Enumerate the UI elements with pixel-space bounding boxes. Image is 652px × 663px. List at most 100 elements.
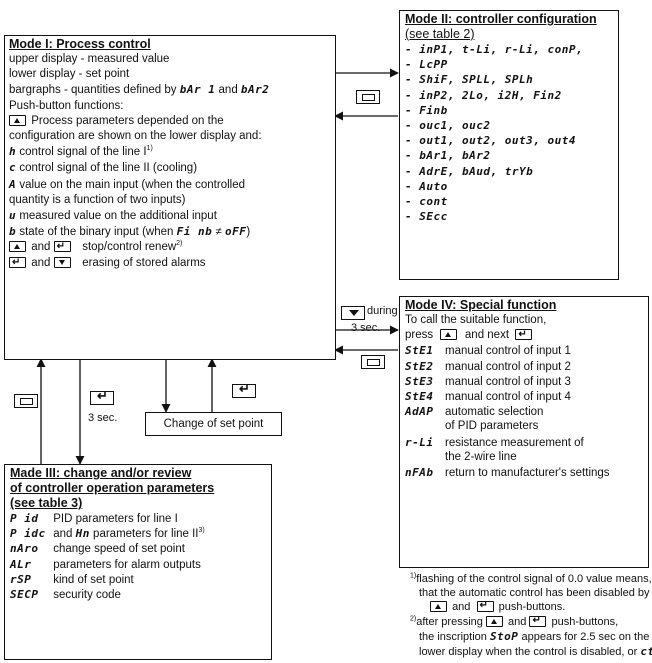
mode1-title: Mode I: Process control [9,37,151,51]
mode3-code: SECP [10,587,39,601]
mode3-title-2: of controller operation parameters [10,481,215,495]
mode4-text: resistance measurement of [445,436,584,449]
mode4-row: r-Li resistance measurement of [405,435,643,450]
mode3-code: P idc [10,527,46,541]
mode1-pushbuttons: Push-button functions: [9,99,124,112]
mode4-row: nFAb return to manufacturer's settings [405,465,643,480]
mode4-text: the 2-wire line [445,450,517,463]
footnote-2-b: the inscription StoP appears for 2.5 sec… [419,630,650,643]
mode3-code: ALr [10,557,32,571]
mode1-box: Mode I: Process control upper display - … [4,35,336,360]
label-3-sec-left: 3 sec. [88,412,118,424]
mode3-code: rSP [10,572,32,586]
mode3-text: security code [53,588,121,601]
mode2-list: - inP1, t-Li, r-Li, conP, - LcPP- ShiF, S… [405,42,613,224]
mode2-item: - SEcc [405,210,448,224]
mode3-subtitle: (see table 3) [10,496,83,510]
mode-key-icon [356,90,380,104]
mode2-item: - bAr1, bAr2 [405,149,491,163]
mode1-c-row: c control signal of the line II (cooling… [9,161,198,175]
mode4-row: StE1 manual control of input 1 [405,343,643,358]
mode4-code: StE1 [405,344,434,358]
up-key-icon [9,241,26,253]
mode3-code: P id [10,512,39,525]
mode4-text: manual control of input 4 [445,390,571,403]
setpoint-box: Change of set point [145,412,282,436]
enter-key-icon [515,327,533,342]
mode2-item: - AdrE, bAud, trYb [405,164,534,178]
setpoint-label: Change of set point [163,418,264,430]
mode3-text: parameters for alarm outputs [53,558,201,571]
mode3-row: rSP kind of set point [10,572,266,587]
mode4-code: AdAP [405,405,434,419]
mode2-item: - cont [405,195,448,209]
mode1-u-row: u measured value on the additional input [9,209,217,223]
enter-key-icon [529,614,547,628]
enter-key-icon [9,255,26,270]
mode4-row: StE3 manual control of input 3 [405,374,643,389]
mode1-process-params-2: configuration are shown on the lower dis… [9,130,262,143]
label-during: during [367,305,398,317]
footnote-1-b: that the automatic control has been disa… [419,587,650,599]
mode3-row: P idc and Hn parameters for line II3) [10,526,266,541]
mode4-text: return to manufacturer's settings [445,466,610,479]
mode2-item: - ShiF, SPLL, SPLh [405,73,534,87]
mode3-title: Made III: change and/or review [10,466,192,480]
up-key-icon [485,616,503,627]
mode3-code: Hn [75,527,90,541]
mode4-title: Mode IV: Special function [405,298,557,312]
mode1-a-row: A value on the main input (when the cont… [9,177,245,191]
mode1-a-row-2: quantity is a function of two inputs) [9,193,186,206]
mode1-bargraphs: bargraphs - quantities defined by bAr 1 … [9,83,270,97]
mode2-item: - Finb [405,103,448,117]
footnote-2-c: lower display when the control is disabl… [419,645,652,658]
mode3-row: SECP security code [10,587,266,602]
mode3-row: P id PID parameters for line I [10,511,266,526]
mode4-code: r-Li [405,435,434,449]
mode2-item: - out1, out2, out3, out4 [405,134,576,148]
mode3-row: ALr parameters for alarm outputs [10,557,266,572]
down-key-icon [341,306,365,320]
mode2-item: - ouc1, ouc2 [405,119,491,133]
mode3-box: Made III: change and/or review of contro… [4,464,272,660]
mode4-text: manual control of input 1 [445,345,571,358]
mode3-text: parameters for line II [93,528,199,541]
enter-key-icon [476,599,494,613]
mode4-row: StE4 manual control of input 4 [405,389,643,404]
up-key-icon [9,114,26,126]
mode4-code: StE2 [405,359,434,373]
mode3-text: change speed of set point [53,543,185,556]
mode1-lower-display: lower display - set point [9,68,130,81]
mode4-box: Mode IV: Special function To call the su… [399,296,649,568]
mode4-code: nFAb [405,465,434,479]
mode2-subtitle: (see table 2) [405,27,475,41]
mode3-code: nAro [10,542,39,556]
mode3-text: kind of set point [53,573,134,586]
footnote-1-c: and push-buttons. [430,599,565,614]
mode2-item: - inP2, 2Lo, i2H, Fin2 [405,88,562,102]
mode2-item: - LcPP [405,58,448,72]
mode-key-icon [361,355,385,369]
mode1-erase-row: and erasing of stored alarms [9,255,331,271]
down-key-icon [53,256,71,268]
mode1-process-params: Process parameters depended on the [9,114,331,129]
up-key-icon [430,601,447,612]
mode4-code: StE3 [405,374,434,388]
mode4-text: of PID parameters [445,420,539,433]
mode2-box: Mode II: controller configuration (see t… [399,10,619,280]
mode2-item: - inP1, t-Li, r-Li, conP, [405,43,584,56]
mode1-b-row: b state of the binary input (when Fi nb … [9,225,251,239]
mode-key-icon [14,394,38,408]
mode1-stop-row: and stop/control renew2) [9,239,331,255]
footnote-1: 1)flashing of the control signal of 0.0 … [410,572,652,585]
label-3-sec-right: 3 sec. [351,322,381,334]
mode4-code: StE4 [405,389,434,403]
footnote-ref: 3) [198,527,205,535]
mode4-text: manual control of input 3 [445,375,571,388]
mode2-title: Mode II: controller configuration [405,12,597,26]
